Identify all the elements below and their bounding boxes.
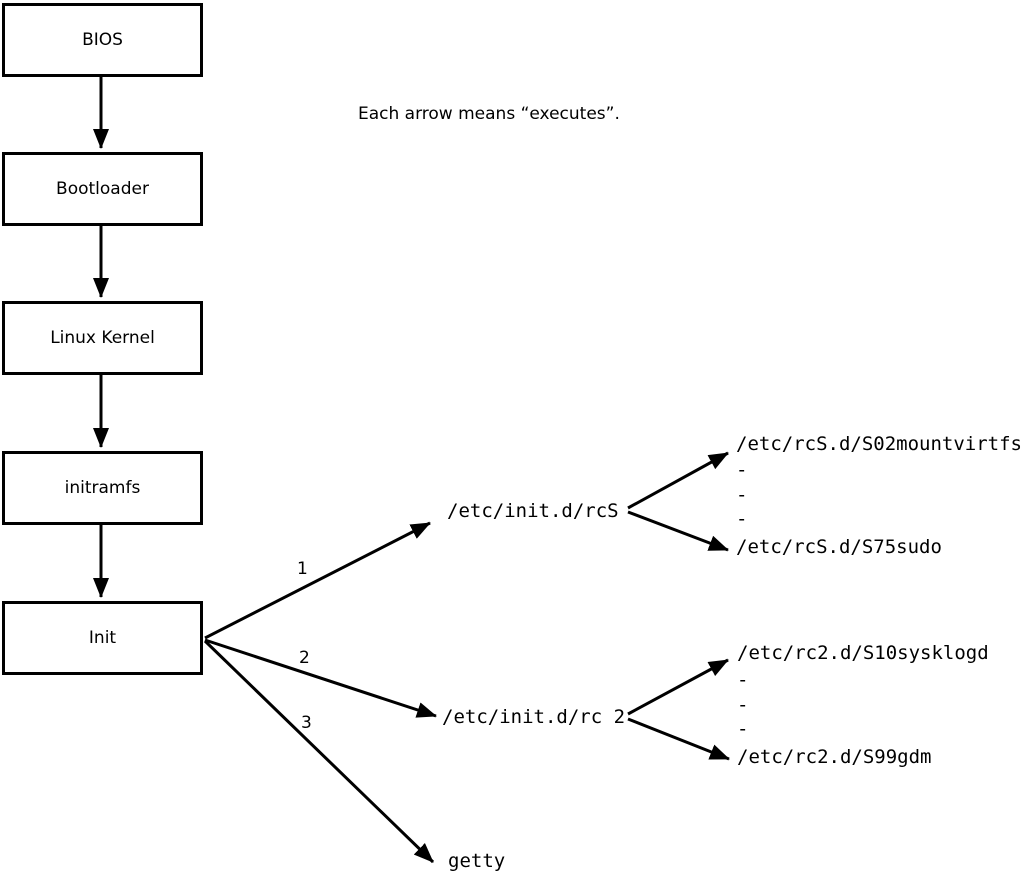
box-bios: BIOS [2,3,203,77]
arrow-meaning-note: Each arrow means “executes”. [358,104,620,124]
rcs-ellipsis-dash-3: - [736,508,748,530]
box-init-label: Init [88,628,117,648]
box-initramfs: initramfs [2,451,203,525]
rcs-ellipsis-dash-1: - [736,459,748,481]
arrow-rcs-to-s75sudo [627,510,729,552]
path-etc-rc2-d-s10sysklogd: /etc/rc2.d/S10sysklogd [737,642,989,664]
box-init: Init [2,601,203,675]
rc2-ellipsis-dash-3: - [737,718,749,740]
arrow-rcs-to-s02mountvirtfs [627,451,729,510]
edge-label-1: 1 [297,559,308,579]
box-initramfs-label: initramfs [64,478,141,498]
edge-label-2: 2 [299,648,310,668]
path-etc-rcs-d-s02mountvirtfs: /etc/rcS.d/S02mountvirtfs [736,433,1022,455]
box-linux-kernel: Linux Kernel [2,301,203,375]
box-bootloader: Bootloader [2,152,203,226]
arrow-rc2-to-s10sysklogd [627,658,729,716]
arrow-init-to-rc2 [204,638,437,718]
box-bios-label: BIOS [82,30,123,50]
arrow-init-to-getty [203,639,435,864]
process-getty-label: getty [448,850,506,872]
path-etc-init-d-rc2: /etc/init.d/rc 2 [442,706,626,728]
rc2-ellipsis-dash-2: - [737,694,749,716]
arrow-rc2-to-s99gdm [627,717,730,761]
edge-label-3: 3 [301,713,312,733]
path-etc-rc2-d-s99gdm: /etc/rc2.d/S99gdm [737,746,932,768]
rcs-ellipsis-dash-2: - [736,484,748,506]
box-linux-kernel-label: Linux Kernel [50,328,155,348]
path-etc-init-d-rcs: /etc/init.d/rcS [447,500,619,522]
box-bootloader-label: Bootloader [56,179,149,199]
path-etc-rcs-d-s75sudo: /etc/rcS.d/S75sudo [736,536,942,558]
arrow-init-to-rcs [204,521,431,640]
rc2-ellipsis-dash-1: - [737,669,749,691]
